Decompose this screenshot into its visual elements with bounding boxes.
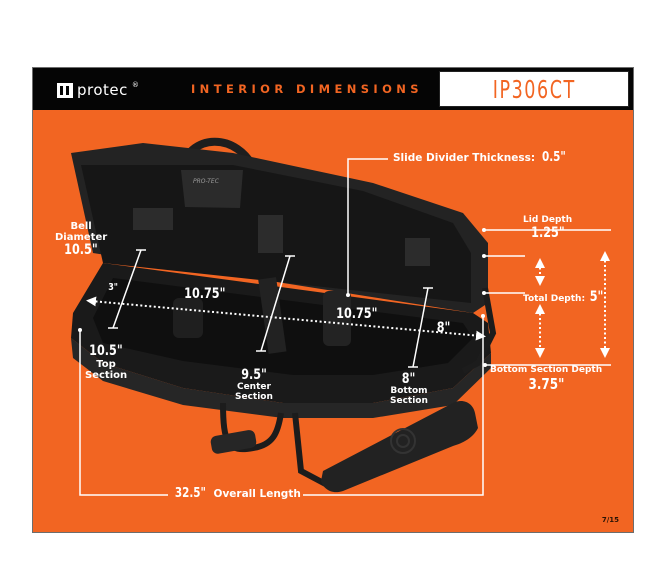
bottom-length-label: 8" <box>436 320 451 336</box>
header-title: INTERIOR DIMENSIONS <box>191 82 423 96</box>
side-handle <box>220 402 284 453</box>
page-indicator: 7/15 <box>601 516 619 524</box>
bottom-section-label: 8" Bottom Section <box>390 371 428 407</box>
header-stripe <box>33 110 633 113</box>
brand-name: protec <box>77 81 128 99</box>
top-length-label: 10.75" <box>184 286 226 302</box>
infographic-frame: protec ® INTERIOR DIMENSIONS IP306CT PRO… <box>32 67 634 533</box>
dashed-dimension-lines <box>86 251 610 358</box>
center-section-label: 9.5" Center Section <box>235 367 273 403</box>
slide-divider-label: Slide Divider Thickness: 0.5" <box>393 150 566 165</box>
lid-pocket <box>181 170 243 208</box>
case-logo: PRO-TEC <box>193 178 220 185</box>
brand-logo: protec ® <box>57 80 139 100</box>
model-number: IP306CT <box>492 74 576 104</box>
bottom-section-depth-label: Bottom Section Depth 3.75" <box>490 365 603 393</box>
bell-diameter-label: Bell Diameter 10.5" <box>55 221 108 258</box>
model-box: IP306CT <box>439 71 629 107</box>
dimension-lines <box>79 158 611 496</box>
total-depth-label: Total Depth: 5" <box>523 289 604 305</box>
lid-depth-label: Lid Depth 1.25" <box>523 215 573 241</box>
header-bar: protec ® INTERIOR DIMENSIONS IP306CT <box>33 68 633 110</box>
bell-width-label: 3" <box>108 282 118 293</box>
center-length-label: 10.75" <box>336 306 378 322</box>
top-section-label: 10.5" Top Section <box>85 343 128 382</box>
case-illustration: PRO-TEC <box>71 137 611 496</box>
registered-mark: ® <box>131 81 139 89</box>
overall-length-label: 32.5" Overall Length <box>174 486 301 501</box>
protec-logo-icon <box>57 82 73 98</box>
